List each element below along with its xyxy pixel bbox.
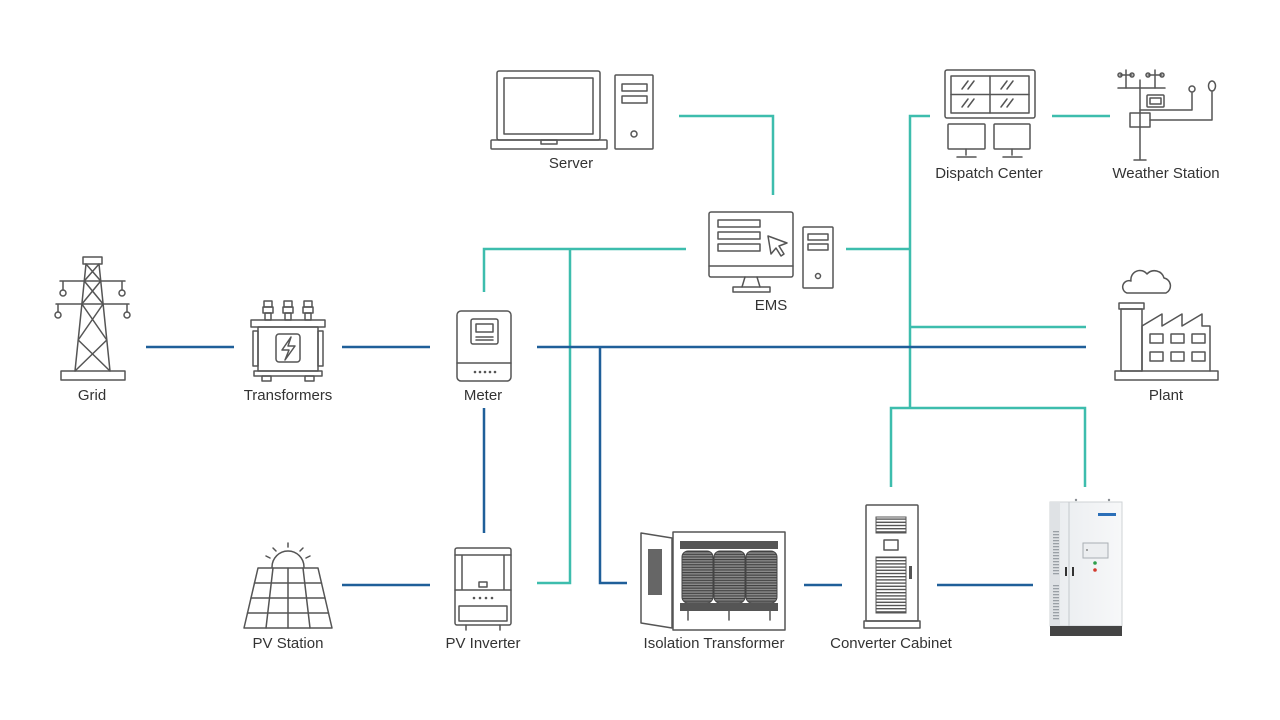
plant-node: Plant	[1114, 269, 1219, 404]
pv-station-label: PV Station	[253, 635, 324, 652]
plant-label: Plant	[1149, 387, 1184, 404]
weather-station-icon	[1117, 69, 1217, 161]
power-line-bus-isolation-transformer	[598, 347, 627, 585]
smoke-cloud-icon	[1121, 269, 1172, 294]
factory-icon	[1114, 269, 1219, 381]
power-lines	[146, 345, 1086, 587]
pv-inverter-node: PV Inverter	[445, 547, 521, 652]
sun-icon	[271, 550, 305, 568]
isolation-transformer-node: Isolation Transformer	[640, 531, 786, 652]
status-indicator-green	[1093, 561, 1097, 565]
meter-node: Meter	[456, 310, 512, 404]
video-wall-icon	[944, 69, 1036, 119]
comm-line-server-ems	[679, 114, 775, 195]
transformers-node: Transformers	[244, 300, 333, 404]
converter-cabinet-node: Converter Cabinet	[830, 504, 953, 652]
lightning-icon	[281, 336, 296, 361]
lightning-badge	[275, 333, 301, 363]
isolation-transformer-label: Isolation Transformer	[644, 635, 785, 652]
weather-station-label: Weather Station	[1112, 165, 1219, 182]
converter-cabinet-icon	[863, 504, 921, 629]
weather-station-node: Weather Station	[1112, 69, 1220, 182]
transmission-tower-icon	[54, 256, 131, 381]
cursor-icon	[767, 235, 788, 257]
pv-inverter-label: PV Inverter	[445, 635, 520, 652]
workstation-monitors-icon	[947, 123, 1031, 158]
comm-line-dispatch-trunk	[908, 114, 930, 408]
server-label: Server	[549, 155, 593, 172]
cabinet-door	[640, 532, 673, 629]
server-node: Server	[490, 70, 654, 172]
laptop-icon	[490, 70, 608, 150]
grid-label: Grid	[78, 387, 106, 404]
grid-node: Grid	[54, 256, 131, 404]
comm-line-ems-pv-inverter	[537, 249, 572, 585]
inverter-icon	[454, 547, 512, 631]
transformer-icon	[250, 300, 326, 382]
ems-label: EMS	[755, 297, 788, 314]
control-panel	[1082, 542, 1109, 559]
server-tower-icon	[614, 74, 654, 150]
comm-line-ems-meter	[482, 247, 686, 292]
brand-label-stripe	[1098, 513, 1116, 516]
isolation-transformer-icon	[640, 531, 786, 631]
comm-line-storage	[889, 406, 1087, 487]
monitor-icon	[708, 211, 794, 293]
battery-cabinet-icon	[1049, 498, 1123, 636]
energy-storage-cabinet-node	[1049, 498, 1123, 636]
converter-cabinet-label: Converter Cabinet	[830, 635, 953, 652]
solar-panel-icon	[243, 542, 333, 629]
meter-icon	[456, 310, 512, 382]
meter-label: Meter	[464, 387, 502, 404]
pv-station-node: PV Station	[243, 542, 333, 652]
dispatch-center-node: Dispatch Center	[935, 69, 1043, 182]
dispatch-center-label: Dispatch Center	[935, 165, 1043, 182]
ems-tower-icon	[802, 226, 834, 289]
ems-node: EMS	[708, 211, 834, 314]
status-indicator-red	[1093, 568, 1097, 572]
transformers-label: Transformers	[244, 387, 333, 404]
communication-lines	[482, 114, 1110, 585]
